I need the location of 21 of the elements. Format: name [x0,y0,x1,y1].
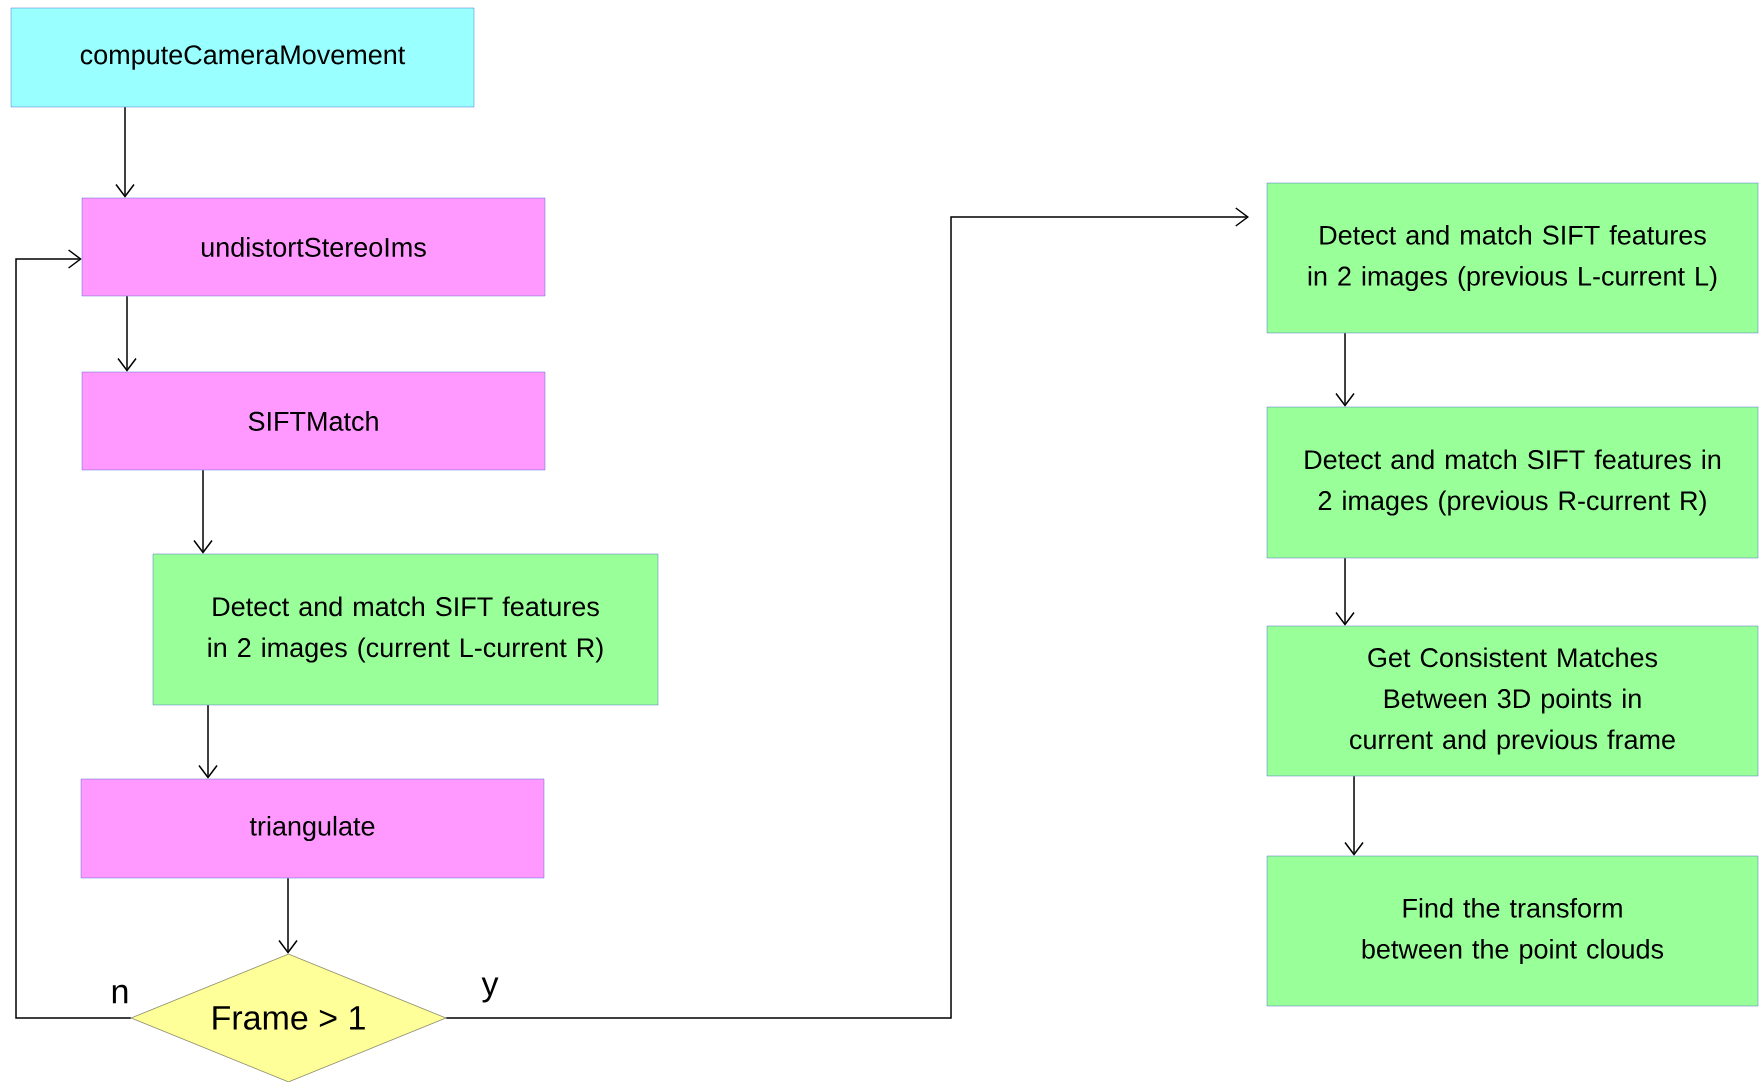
arrow [1335,557,1355,626]
arrow [15,249,132,1019]
process-box: triangulate [80,778,545,879]
edge-label: y [479,975,501,1005]
process-box: Find the transform between the point clouds [1266,855,1759,1007]
process-box: Detect and match SIFT features in 2 images (current L-current R) [152,553,659,706]
arrow [115,106,135,198]
arrow [117,295,137,372]
process-box: Get Consistent Matches Between 3D points in current and previous frame [1266,625,1759,777]
edge-label: n [108,982,132,1006]
arrow [278,877,298,954]
arrow [1335,332,1355,407]
process-box: Detect and match SIFT features in 2 images (previous R-current R) [1266,406,1759,559]
process-box: SIFTMatch [81,371,546,471]
process-box: undistortStereoIms [81,197,546,297]
process-box: Detect and match SIFT features in 2 images (previous L-current L) [1266,182,1759,334]
arrow [445,207,1249,1019]
arrow [198,704,218,779]
arrow [1344,775,1364,856]
arrow [193,469,213,554]
process-box: computeCameraMovement [10,7,475,108]
